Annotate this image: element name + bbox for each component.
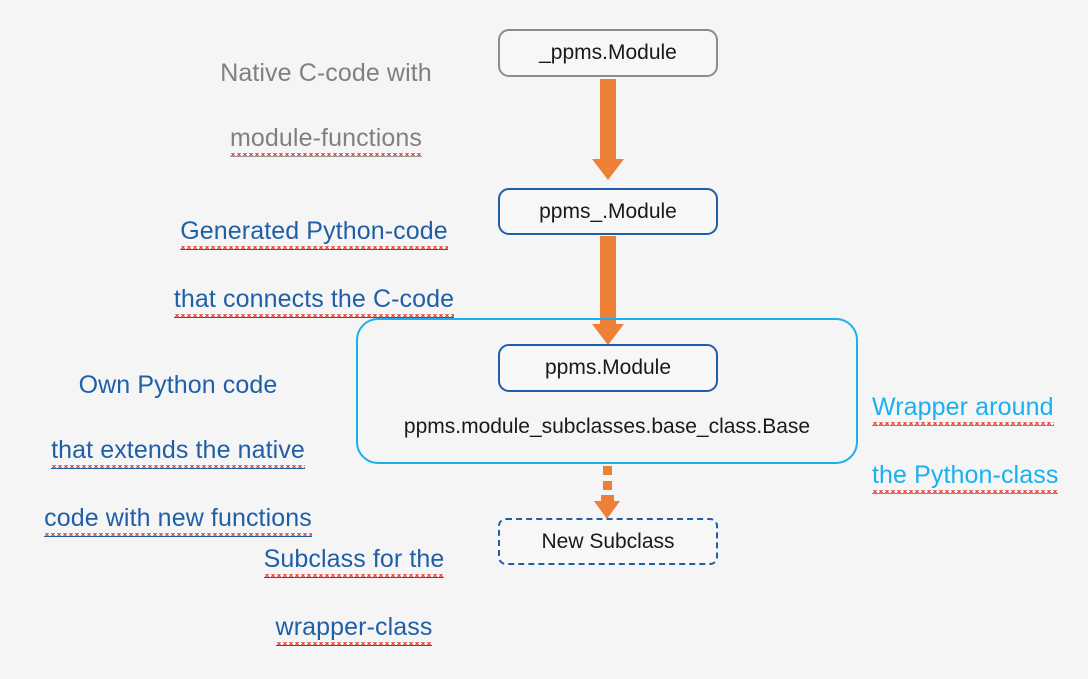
- caption-own-python-line2: that extends the native: [18, 433, 338, 469]
- caption-subclass-for-line1: Subclass for the: [222, 542, 486, 578]
- caption-text: code with new functions: [44, 501, 312, 537]
- caption-text: the Python-class: [872, 458, 1059, 494]
- arrow-native-to-generated-head: [592, 159, 624, 180]
- caption-text: Wrapper around: [872, 390, 1054, 426]
- caption-own-python-line1: Own Python code: [18, 369, 338, 402]
- node-wrapper-module[interactable]: ppms.Module: [498, 344, 718, 392]
- caption-text: that connects the C-code: [173, 282, 455, 318]
- caption-subclass-for-line2: wrapper-class: [222, 610, 486, 646]
- arrow-native-to-generated-shaft: [600, 79, 616, 161]
- node-native-module[interactable]: _ppms.Module: [498, 29, 718, 77]
- caption-text: Native C-code with: [220, 58, 432, 87]
- node-native-module-label: _ppms.Module: [539, 41, 677, 64]
- node-generated-module-label: ppms_.Module: [539, 199, 677, 223]
- node-base-class-path-label: ppms.module_subclasses.base_class.Base: [403, 415, 811, 438]
- caption-wrapper-around-line1: Wrapper around: [872, 390, 1088, 426]
- node-new-subclass-label: New Subclass: [541, 529, 675, 553]
- caption-native-c-code: Native C-code with module-functions: [166, 24, 486, 190]
- node-generated-module[interactable]: ppms_.Module: [498, 188, 718, 235]
- arrow-wrapper-to-subclass-stub: [601, 495, 614, 503]
- caption-text: that extends the native: [51, 433, 305, 469]
- caption-native-c-code-line2: module-functions: [166, 121, 486, 157]
- arrow-generated-to-wrapper-shaft: [600, 236, 616, 326]
- caption-text: Generated Python-code: [180, 214, 448, 250]
- caption-wrapper-around-line2: the Python-class: [872, 458, 1088, 494]
- caption-text: module-functions: [230, 121, 422, 157]
- node-wrapper-module-label: ppms.Module: [544, 356, 672, 379]
- node-base-class-path: ppms.module_subclasses.base_class.Base: [356, 415, 858, 439]
- caption-text: Own Python code: [78, 370, 278, 399]
- caption-generated-python-line1: Generated Python-code: [142, 214, 486, 250]
- node-new-subclass[interactable]: New Subclass: [498, 518, 718, 565]
- caption-generated-python: Generated Python-code that connects the …: [142, 182, 486, 351]
- arrow-wrapper-to-subclass-dot-2: [603, 481, 612, 490]
- caption-native-c-code-line1: Native C-code with: [166, 57, 486, 90]
- caption-text: wrapper-class: [275, 610, 433, 646]
- arrow-wrapper-to-subclass-head: [594, 501, 620, 519]
- wrapper-container[interactable]: [356, 318, 858, 464]
- diagram-canvas: Native C-code with module-functions _ppm…: [18, 24, 1088, 646]
- arrow-generated-to-wrapper-head: [592, 324, 624, 345]
- caption-own-python-line3: code with new functions: [18, 501, 338, 537]
- caption-wrapper-around: Wrapper around the Python-class: [872, 358, 1088, 527]
- caption-generated-python-line2: that connects the C-code: [142, 282, 486, 318]
- caption-text: Subclass for the: [263, 542, 445, 578]
- arrow-wrapper-to-subclass-dot-1: [603, 466, 612, 475]
- caption-subclass-for: Subclass for the wrapper-class: [222, 510, 486, 679]
- caption-own-python: Own Python code that extends the native …: [18, 336, 338, 570]
